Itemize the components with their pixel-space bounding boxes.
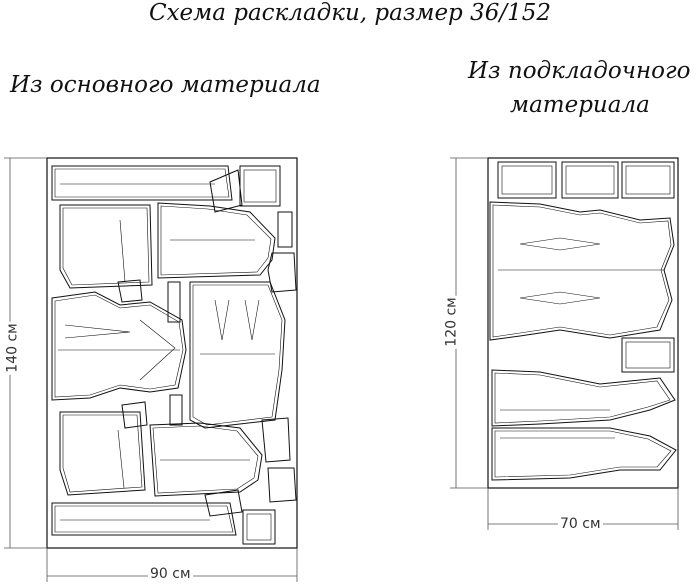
main-fabric-pieces — [51, 165, 297, 545]
lining-material-heading-line2: материала — [510, 92, 650, 118]
main-fabric-width-label: 90 см — [148, 566, 193, 582]
main-fabric-sheet — [46, 157, 298, 549]
lining-fabric-dimensions — [450, 157, 679, 530]
main-fabric-height-label: 140 см — [4, 321, 21, 375]
lining-fabric-sheet — [487, 157, 679, 489]
lining-fabric-width-label: 70 см — [558, 516, 603, 532]
lining-material-heading-line1: Из подкладочного — [468, 58, 691, 84]
lining-fabric-height-label: 120 см — [443, 295, 460, 349]
lining-fabric-pieces — [489, 161, 677, 481]
page-title: Схема раскладки, размер 36/152 — [148, 0, 552, 26]
main-material-heading: Из основного материала — [10, 72, 321, 98]
